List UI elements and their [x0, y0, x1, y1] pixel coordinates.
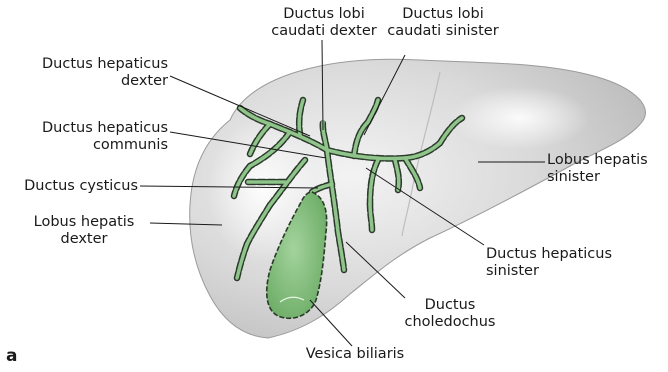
label-line: Ductus hepaticus: [0, 56, 168, 73]
label-line: Lobus hepatis: [20, 214, 148, 231]
label-line: dexter: [0, 73, 168, 90]
panel-letter: a: [6, 346, 17, 366]
label-line: Ductus cysticus: [0, 178, 138, 195]
label-line: Ductus lobi: [368, 6, 518, 23]
label-ductus-lobi-caudati-sinister: Ductus lobi caudati sinister: [368, 6, 518, 40]
label-line: Ductus hepaticus: [0, 120, 168, 137]
label-lobus-hepatis-dexter: Lobus hepatis dexter: [20, 214, 148, 248]
label-line: Ductus hepaticus: [486, 246, 656, 263]
label-ductus-hepaticus-communis: Ductus hepaticus communis: [0, 120, 168, 154]
label-vesica-biliaris: Vesica biliaris: [280, 346, 430, 363]
label-ductus-cysticus: Ductus cysticus: [0, 178, 138, 195]
label-line: Ductus: [390, 297, 510, 314]
label-line: caudati sinister: [368, 23, 518, 40]
label-line: choledochus: [390, 314, 510, 331]
label-line: sinister: [486, 263, 656, 280]
label-ductus-choledochus: Ductus choledochus: [390, 297, 510, 331]
label-lobus-hepatis-sinister: Lobus hepatis sinister: [547, 152, 665, 186]
label-ductus-hepaticus-sinister: Ductus hepaticus sinister: [486, 246, 656, 280]
label-line: dexter: [20, 231, 148, 248]
label-ductus-hepaticus-dexter: Ductus hepaticus dexter: [0, 56, 168, 90]
left-lobe-highlight: [450, 86, 590, 150]
label-line: Lobus hepatis: [547, 152, 665, 169]
label-line: Vesica biliaris: [280, 346, 430, 363]
label-line: sinister: [547, 169, 665, 186]
label-line: communis: [0, 137, 168, 154]
